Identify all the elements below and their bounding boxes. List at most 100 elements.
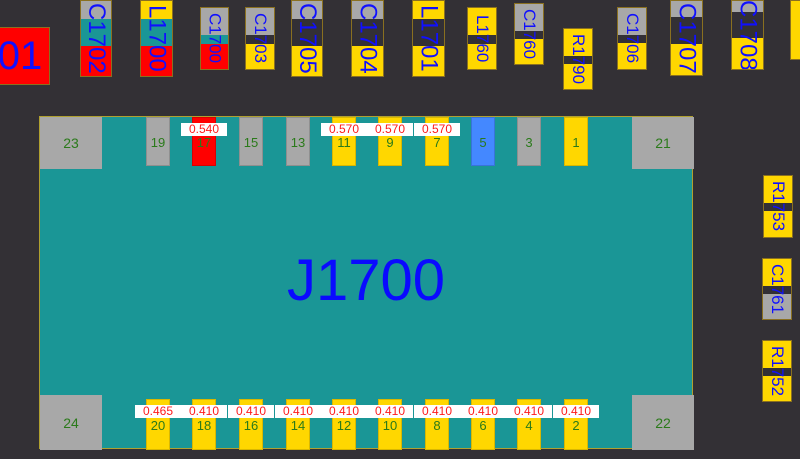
- pin-number: 16: [243, 418, 259, 433]
- pad-pin-5[interactable]: 5: [471, 117, 495, 166]
- component-r1752[interactable]: R1752: [762, 340, 792, 402]
- component-c1704[interactable]: C1704: [351, 0, 384, 77]
- pad-pin-15[interactable]: 15: [239, 117, 263, 166]
- component-segment: [292, 46, 322, 76]
- pin-number: 1: [572, 135, 580, 150]
- component-l1701[interactable]: L1701: [412, 0, 445, 77]
- component-segment: [246, 44, 274, 69]
- component-c1700[interactable]: C1700: [200, 7, 229, 70]
- component-label: C1703: [251, 13, 270, 64]
- pad-pin-21[interactable]: 21: [632, 117, 694, 169]
- component-segment: [764, 176, 792, 203]
- component-segment: [671, 17, 702, 44]
- component-segment: [468, 44, 496, 69]
- component-segment: [468, 35, 496, 44]
- component-r1753[interactable]: R1753: [763, 175, 793, 238]
- component-segment: [81, 46, 111, 76]
- pin-number: 4: [525, 418, 533, 433]
- pad-pin-3[interactable]: 3: [517, 117, 541, 166]
- voltage-reading: 0.465: [135, 405, 181, 418]
- component-c1706[interactable]: C1706: [617, 7, 647, 70]
- component-segment: [246, 8, 274, 35]
- pin-number: 19: [150, 135, 166, 150]
- voltage-reading: 0.410: [506, 405, 552, 418]
- pad-pin-22[interactable]: 22: [632, 395, 694, 450]
- component-l1700[interactable]: L1700: [140, 0, 173, 77]
- component-segment: [81, 1, 111, 19]
- pad-pin-19[interactable]: 19: [146, 117, 170, 166]
- voltage-reading: 0.410: [181, 405, 227, 418]
- component-label: C1761: [768, 263, 787, 315]
- component-label: R1753: [769, 181, 788, 232]
- component-segment: [764, 211, 792, 237]
- component-c1702[interactable]: C1702: [80, 0, 112, 77]
- component-label: L1700: [143, 5, 171, 72]
- component-01[interactable]: 01: [0, 27, 50, 85]
- component-label: C1707: [673, 2, 701, 74]
- component-label: L1701: [415, 5, 443, 72]
- component-label: C1700: [205, 13, 225, 64]
- component-label: C1705: [294, 3, 321, 74]
- component-label: R1790: [569, 33, 588, 85]
- pad-pin-23[interactable]: 23: [40, 117, 102, 169]
- pin-number: 18: [196, 418, 212, 433]
- component-segment: [515, 4, 543, 31]
- component-segment: [81, 19, 111, 46]
- pad-pin-24[interactable]: 24: [40, 395, 102, 450]
- component-partial[interactable]: [790, 0, 800, 60]
- component-segment: [0, 28, 49, 84]
- component-c1708[interactable]: C1708: [731, 0, 764, 70]
- pin-number: 5: [479, 135, 487, 150]
- component-c1760[interactable]: C1760: [514, 3, 544, 65]
- pin-number: 6: [479, 418, 487, 433]
- component-segment: [413, 46, 444, 76]
- component-c1707[interactable]: C1707: [670, 0, 703, 76]
- component-c1761[interactable]: C1761: [762, 258, 792, 320]
- component-label: 01: [0, 33, 43, 78]
- voltage-reading: 0.540: [181, 123, 227, 136]
- component-c1705[interactable]: C1705: [291, 0, 323, 77]
- component-segment: [763, 286, 791, 294]
- component-label: C1708: [734, 0, 762, 70]
- voltage-reading: 0.570: [321, 123, 367, 136]
- component-segment: [201, 8, 228, 35]
- component-segment: [732, 38, 763, 69]
- component-segment: [352, 19, 383, 46]
- component-segment: [732, 1, 763, 12]
- component-label: C1706: [623, 13, 642, 64]
- pin-number: 11: [337, 135, 351, 150]
- pin-number: 17: [196, 135, 212, 150]
- component-segment: [618, 43, 646, 69]
- pad-pin-13[interactable]: 13: [286, 117, 310, 166]
- pin-number: 13: [290, 135, 306, 150]
- component-l1760[interactable]: L1760: [467, 7, 497, 70]
- connector-label: J1700: [286, 248, 446, 313]
- voltage-reading: 0.410: [321, 405, 367, 418]
- component-label: C1702: [83, 3, 110, 74]
- component-segment: [763, 368, 791, 376]
- component-segment: [671, 1, 702, 17]
- component-segment: [791, 1, 800, 59]
- component-r1790[interactable]: R1790: [563, 28, 593, 90]
- component-segment: [201, 44, 228, 69]
- pad-pin-1[interactable]: 1: [564, 117, 588, 166]
- component-c1703[interactable]: C1703: [245, 7, 275, 70]
- pin-number: 8: [433, 418, 441, 433]
- component-segment: [764, 203, 792, 211]
- pin-number: 10: [382, 418, 398, 433]
